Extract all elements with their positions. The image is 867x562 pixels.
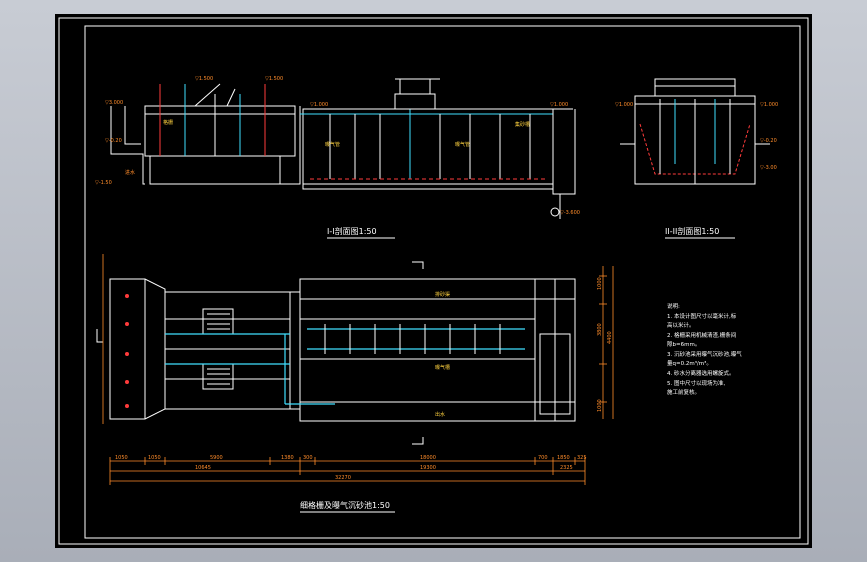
svg-text:▽-1.50: ▽-1.50	[95, 180, 112, 186]
svg-text:▽-3.600: ▽-3.600	[560, 210, 580, 216]
dim-i: 325	[577, 455, 587, 461]
svg-text:▽-0.20: ▽-0.20	[760, 138, 777, 144]
cad-drawing: ▽3.000 ▽-0.20 ▽1.500 ▽1.500 ▽1.000 ▽1.00…	[58, 17, 809, 545]
dim-d: 1380	[281, 455, 294, 461]
section-1-title: I-I剖面图1:50	[327, 226, 377, 236]
dim-f: 18000	[420, 455, 436, 461]
dim-sub-2: 19300	[420, 465, 436, 471]
dim-total: 32270	[335, 475, 351, 481]
note-line: 量q=0.2m³/m³。	[667, 360, 712, 367]
note-line: 3. 沉砂池采用曝气沉砂池,曝气	[667, 350, 742, 358]
note-line: 隙b=6mm。	[667, 340, 700, 348]
note-line: 说明:	[667, 302, 680, 310]
dim-h: 1850	[557, 455, 570, 461]
section-2-title: II-II剖面图1:50	[665, 226, 719, 236]
note-line: 1. 本设计图尺寸以毫米计,标	[667, 312, 737, 320]
right-dim-3: 4400	[607, 331, 613, 344]
dim-g: 700	[538, 455, 548, 461]
svg-text:格栅: 格栅	[163, 119, 173, 126]
outer-frame	[58, 17, 809, 545]
svg-text:▽3.000: ▽3.000	[105, 100, 123, 106]
section-2-drawing	[620, 78, 770, 185]
svg-text:▽-0.20: ▽-0.20	[105, 138, 122, 144]
note-line: 2. 格栅采用机械清渣,栅条间	[667, 331, 736, 339]
svg-text:▽1.000: ▽1.000	[615, 102, 633, 108]
right-dim-2: 3800	[597, 323, 603, 336]
dim-sub-1: 10645	[195, 465, 211, 471]
dim-b: 1050	[148, 455, 161, 461]
dim-a: 1050	[115, 455, 128, 461]
svg-text:进水: 进水	[125, 169, 135, 176]
svg-text:曝气管: 曝气管	[325, 141, 340, 148]
svg-text:▽1.500: ▽1.500	[265, 76, 283, 82]
plan-label-top: 排砂渠	[435, 291, 450, 298]
right-dim-4: 1000	[597, 399, 603, 412]
plan-drawing	[109, 278, 576, 422]
drawing-sheet: ▽3.000 ▽-0.20 ▽1.500 ▽1.500 ▽1.000 ▽1.00…	[55, 14, 812, 548]
svg-text:▽1.500: ▽1.500	[195, 76, 213, 82]
plan-title: 细格栅及曝气沉砂池1:50	[300, 500, 390, 510]
note-line: 5. 图中尺寸以现场为准,	[667, 379, 725, 387]
note-line: 4. 砂水分离器选用螺旋式。	[667, 369, 735, 377]
svg-text:集砂槽: 集砂槽	[515, 121, 530, 128]
svg-text:▽1.000: ▽1.000	[760, 102, 778, 108]
dim-e: 300	[303, 455, 313, 461]
notes-block: 说明: 1. 本设计图尺寸以毫米计,标 高以米计。 2. 格栅采用机械清渣,栅条…	[667, 302, 742, 396]
dim-sub-3: 2325	[560, 465, 573, 471]
plan-label-bottom: 出水	[435, 411, 445, 418]
inner-frame	[84, 25, 801, 539]
svg-text:曝气管: 曝气管	[455, 141, 470, 148]
dim-c: 5900	[210, 455, 223, 461]
svg-text:▽-3.00: ▽-3.00	[760, 165, 777, 171]
note-line: 高以米计。	[667, 321, 695, 329]
right-dim-1: 1000	[597, 277, 603, 290]
note-line: 施工前复核。	[667, 388, 700, 396]
svg-text:▽1.000: ▽1.000	[310, 102, 328, 108]
plan-label-mid: 曝气槽	[435, 364, 450, 371]
svg-text:▽1.000: ▽1.000	[550, 102, 568, 108]
section-1-drawing	[110, 78, 576, 219]
